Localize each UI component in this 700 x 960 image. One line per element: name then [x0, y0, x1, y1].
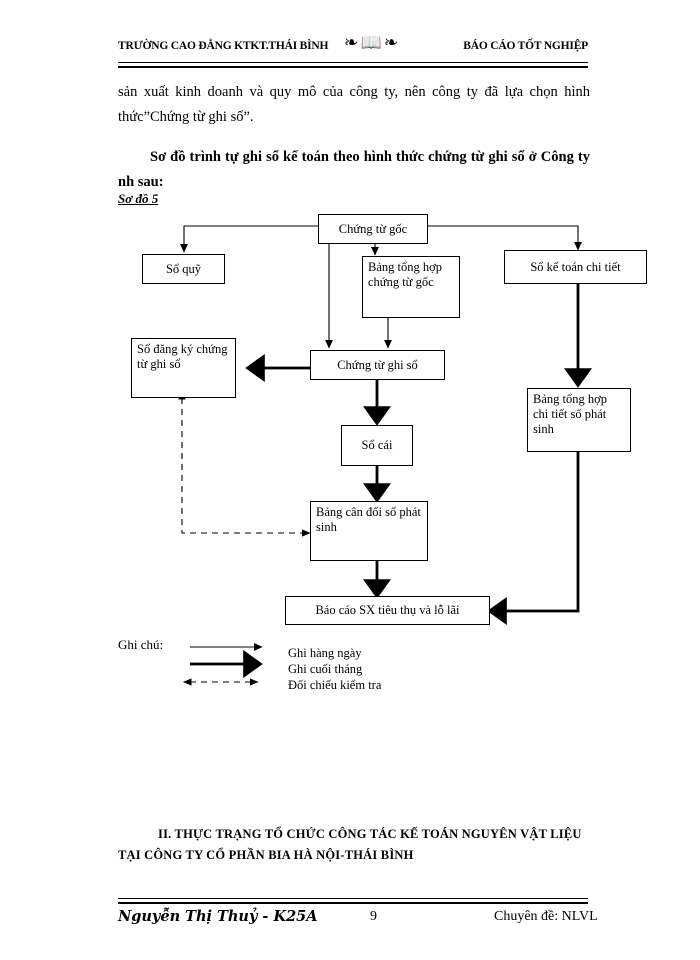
header-divider: [118, 62, 588, 68]
box-label: Bảng tổng hợp chứng từ gốc: [368, 260, 442, 289]
box-label: Sổ kế toán chi tiết: [530, 259, 621, 274]
flowchart-box-so-cai: Sổ cái: [341, 425, 413, 466]
footer-page-number: 9: [370, 909, 377, 924]
footer-topic: Chuyên đề: NLVL: [494, 909, 598, 924]
box-label: Chứng từ ghi sổ: [337, 357, 418, 372]
box-label: Báo cáo SX tiêu thụ và lỗ lãi: [315, 603, 460, 617]
box-label: Bảng tổng hợp chi tiết số phát sinh: [533, 392, 607, 436]
legend-title: Ghi chú:: [118, 637, 164, 652]
section-heading-line-1: II. THỰC TRẠNG TỔ CHỨC CÔNG TÁC KẾ TOÁN …: [158, 827, 582, 841]
flowchart-box-so-dang-ky-chung-tu-ghi-so: Sổ đăng ký chứng từ ghi sổ: [131, 338, 236, 398]
box-label: Sổ đăng ký chứng từ ghi sổ: [137, 342, 228, 371]
box-label: Chứng từ gốc: [338, 221, 408, 236]
legend-item-reconcile: Đối chiếu kiểm tra: [288, 678, 382, 692]
box-label: Sổ cái: [361, 438, 393, 452]
flowchart-box-bang-can-doi-so-phat-sinh: Bảng cân đối số phát sinh: [310, 501, 428, 561]
book-ornament-icon: ❧ 📖 ❧: [344, 33, 398, 52]
page-header: TRƯỜNG CAO ĐẲNG KTKT.THÁI BÌNH ❧ 📖 ❧ BÁO…: [118, 34, 588, 60]
header-right-text: BÁO CÁO TỐT NGHIỆP: [463, 40, 588, 52]
flowchart-box-bang-tong-hop-chung-tu-goc: Bảng tổng hợp chứng từ gốc: [362, 256, 460, 318]
box-label: Sổ quỹ: [165, 261, 202, 276]
section-heading: II. THỰC TRẠNG TỔ CHỨC CÔNG TÁC KẾ TOÁN …: [118, 824, 590, 866]
flowchart-box-bang-tong-hop-chi-tiet-so-phat-sinh: Bảng tổng hợp chi tiết số phát sinh: [527, 388, 631, 452]
legend-item-monthly: Ghi cuối tháng: [288, 662, 363, 676]
paragraph-figure-intro: Sơ đồ trình tự ghi sổ kế toán theo hình …: [118, 149, 590, 190]
section-heading-line-2: TẠI CÔNG TY CỔ PHẦN BIA HÀ NỘI-THÁI BÌNH: [118, 848, 414, 862]
paragraph-intro: sản xuất kinh doanh và quy mô của công t…: [118, 84, 590, 125]
flowchart-box-so-ke-toan-chi-tiet: Sổ kế toán chi tiết: [504, 250, 647, 284]
flowchart-box-bao-cao-sx: Báo cáo SX tiêu thụ và lỗ lãi: [285, 596, 490, 625]
footer-divider: [118, 898, 588, 904]
box-label: Bảng cân đối số phát sinh: [316, 505, 421, 534]
footer-author: Nguyễn Thị Thuỷ - K25A: [118, 908, 318, 925]
legend-item-daily: Ghi hàng ngày: [288, 646, 362, 660]
figure-caption: Sơ đồ 5: [118, 191, 159, 206]
header-left-text: TRƯỜNG CAO ĐẲNG KTKT.THÁI BÌNH: [118, 40, 329, 52]
flowchart-box-chung-tu-ghi-so: Chứng từ ghi sổ: [310, 350, 445, 380]
flowchart-box-chung-tu-goc: Chứng từ gốc: [318, 214, 428, 244]
flowchart-box-so-quy: Sổ quỹ: [142, 254, 225, 284]
